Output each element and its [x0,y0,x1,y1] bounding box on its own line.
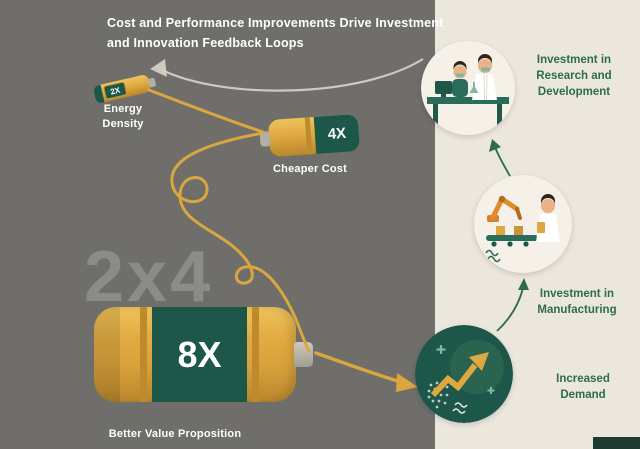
label-line: Investment in [539,288,615,300]
wire-small-to-medium [147,88,265,134]
label-investment-rnd: Investment in Research and Development [513,52,635,100]
battery-8x-band: 8X [152,307,247,402]
battery-energy-density: 2X [92,73,157,105]
battery-8x-multiplier: 8X [177,333,222,375]
battery-terminal [259,131,271,147]
growth-chart-illustration [415,325,513,423]
title-line-2: and Innovation Feedback Loops [107,36,304,50]
caption-line: Energy [103,103,143,115]
label-energy-density: Energy Density [92,102,154,132]
battery-better-value: 8X [94,307,313,402]
battery-terminal [147,77,157,88]
battery-2x-band: 2X [102,81,128,100]
circle-increased-demand [415,325,513,423]
feedback-arc-arrowhead [150,59,167,77]
research-lab-illustration [421,41,515,135]
label-cheaper-cost: Cheaper Cost [273,163,347,175]
label-investment-manufacturing: Investment in Manufacturing [516,286,638,318]
battery-cheaper-cost: 4X [259,113,361,158]
circle-manufacturing [474,175,572,273]
battery-stripe [140,307,147,402]
wire-to-demand [314,351,403,384]
battery-stripe [304,117,313,155]
footer-bar [593,437,640,449]
caption-line: Density [102,117,144,130]
label-line: Development [537,86,611,99]
circle-research-development [421,41,515,135]
battery-stripe [252,307,259,402]
infographic-title: Cost and Performance Improvements Drive … [107,13,444,53]
label-line: Manufacturing [537,304,617,317]
battery-4x-multiplier: 4X [327,124,347,144]
battery-terminal [294,342,313,367]
label-increased-demand: Increased Demand [528,371,638,403]
battery-endcap [94,307,120,402]
label-line: Increased [556,373,610,385]
title-line-1: Cost and Performance Improvements Drive … [107,16,444,30]
battery-4x-band: 4X [313,113,361,154]
battery-2x-multiplier: 2X [109,85,121,97]
label-better-value-proposition: Better Value Proposition [108,428,242,440]
watermark-2x4: 2x4 [84,237,214,317]
label-line: Research and [536,70,612,83]
manufacturing-robot-illustration [474,175,572,273]
label-line: Investment in [536,54,612,66]
feedback-arc [161,58,424,92]
label-line: Demand [560,389,606,402]
